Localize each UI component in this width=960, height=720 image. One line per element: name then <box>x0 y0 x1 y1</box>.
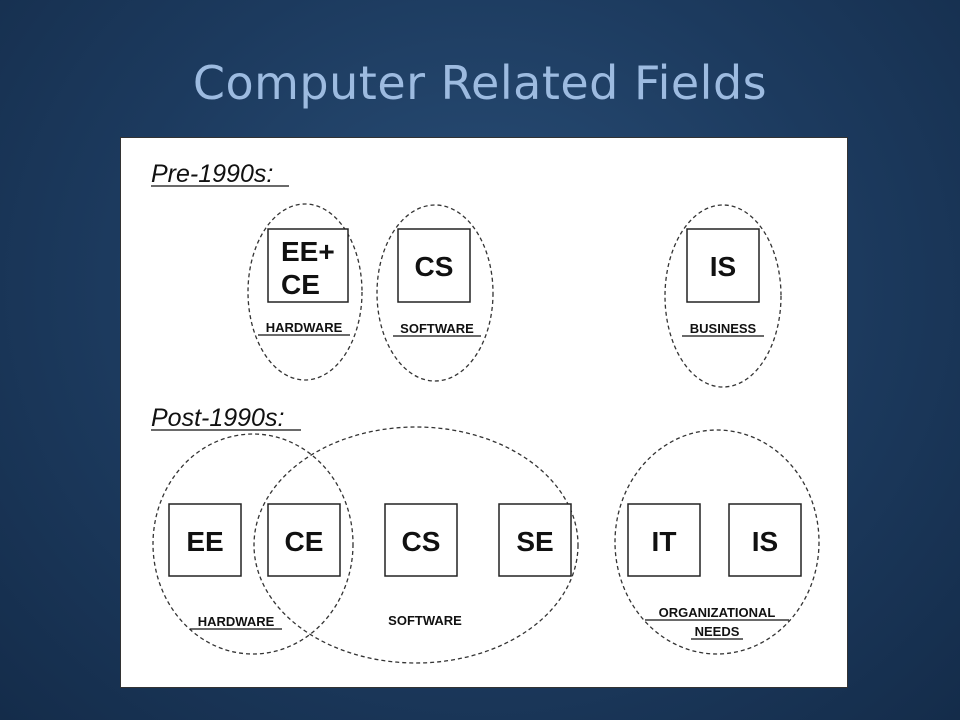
pre-hardware-ellipse <box>247 203 363 381</box>
fields-diagram: Pre-1990s: EE+ CE CS IS HARDWARE SOFTWAR… <box>120 137 848 688</box>
pre-software-label: SOFTWARE <box>400 321 474 336</box>
post-1990s-heading: Post-1990s: <box>151 404 284 432</box>
pre-cs-box <box>397 228 471 303</box>
pre-business-label: BUSINESS <box>690 321 757 336</box>
slide-title: Computer Related Fields <box>192 56 768 110</box>
post-is-label: IS <box>752 526 778 557</box>
pre-1990s-heading: Pre-1990s: <box>151 160 273 188</box>
pre-eece-label-1: EE+ <box>281 236 335 267</box>
post-software-ellipse <box>253 426 579 664</box>
post-software-label: SOFTWARE <box>388 613 462 628</box>
pre-cs-label: CS <box>415 251 454 282</box>
post-hardware-ellipse <box>152 433 354 655</box>
pre-is-label: IS <box>710 251 736 282</box>
post-it-label: IT <box>652 526 677 557</box>
pre-eece-box <box>267 228 349 303</box>
post-org-needs-label-1: ORGANIZATIONAL <box>659 605 776 620</box>
post-is-box <box>728 503 802 577</box>
post-cs-label: CS <box>402 526 441 557</box>
post-org-needs-label-2: NEEDS <box>695 624 740 639</box>
post-cs-box <box>384 503 458 577</box>
post-hardware-label: HARDWARE <box>198 614 275 629</box>
pre-is-box <box>686 228 760 303</box>
post-se-box <box>498 503 572 577</box>
post-ce-box <box>267 503 341 577</box>
post-org-needs-ellipse <box>614 429 820 655</box>
pre-eece-label-2: CE <box>281 269 320 300</box>
pre-hardware-label: HARDWARE <box>266 320 343 335</box>
pre-software-ellipse <box>376 204 494 382</box>
post-se-label: SE <box>516 526 553 557</box>
pre-business-ellipse <box>664 204 782 388</box>
post-ce-label: CE <box>285 526 324 557</box>
post-ee-box <box>168 503 242 577</box>
diagram-canvas: Pre-1990s: EE+ CE CS IS HARDWARE SOFTWAR… <box>151 160 820 664</box>
post-ee-label: EE <box>186 526 223 557</box>
post-it-box <box>627 503 701 577</box>
